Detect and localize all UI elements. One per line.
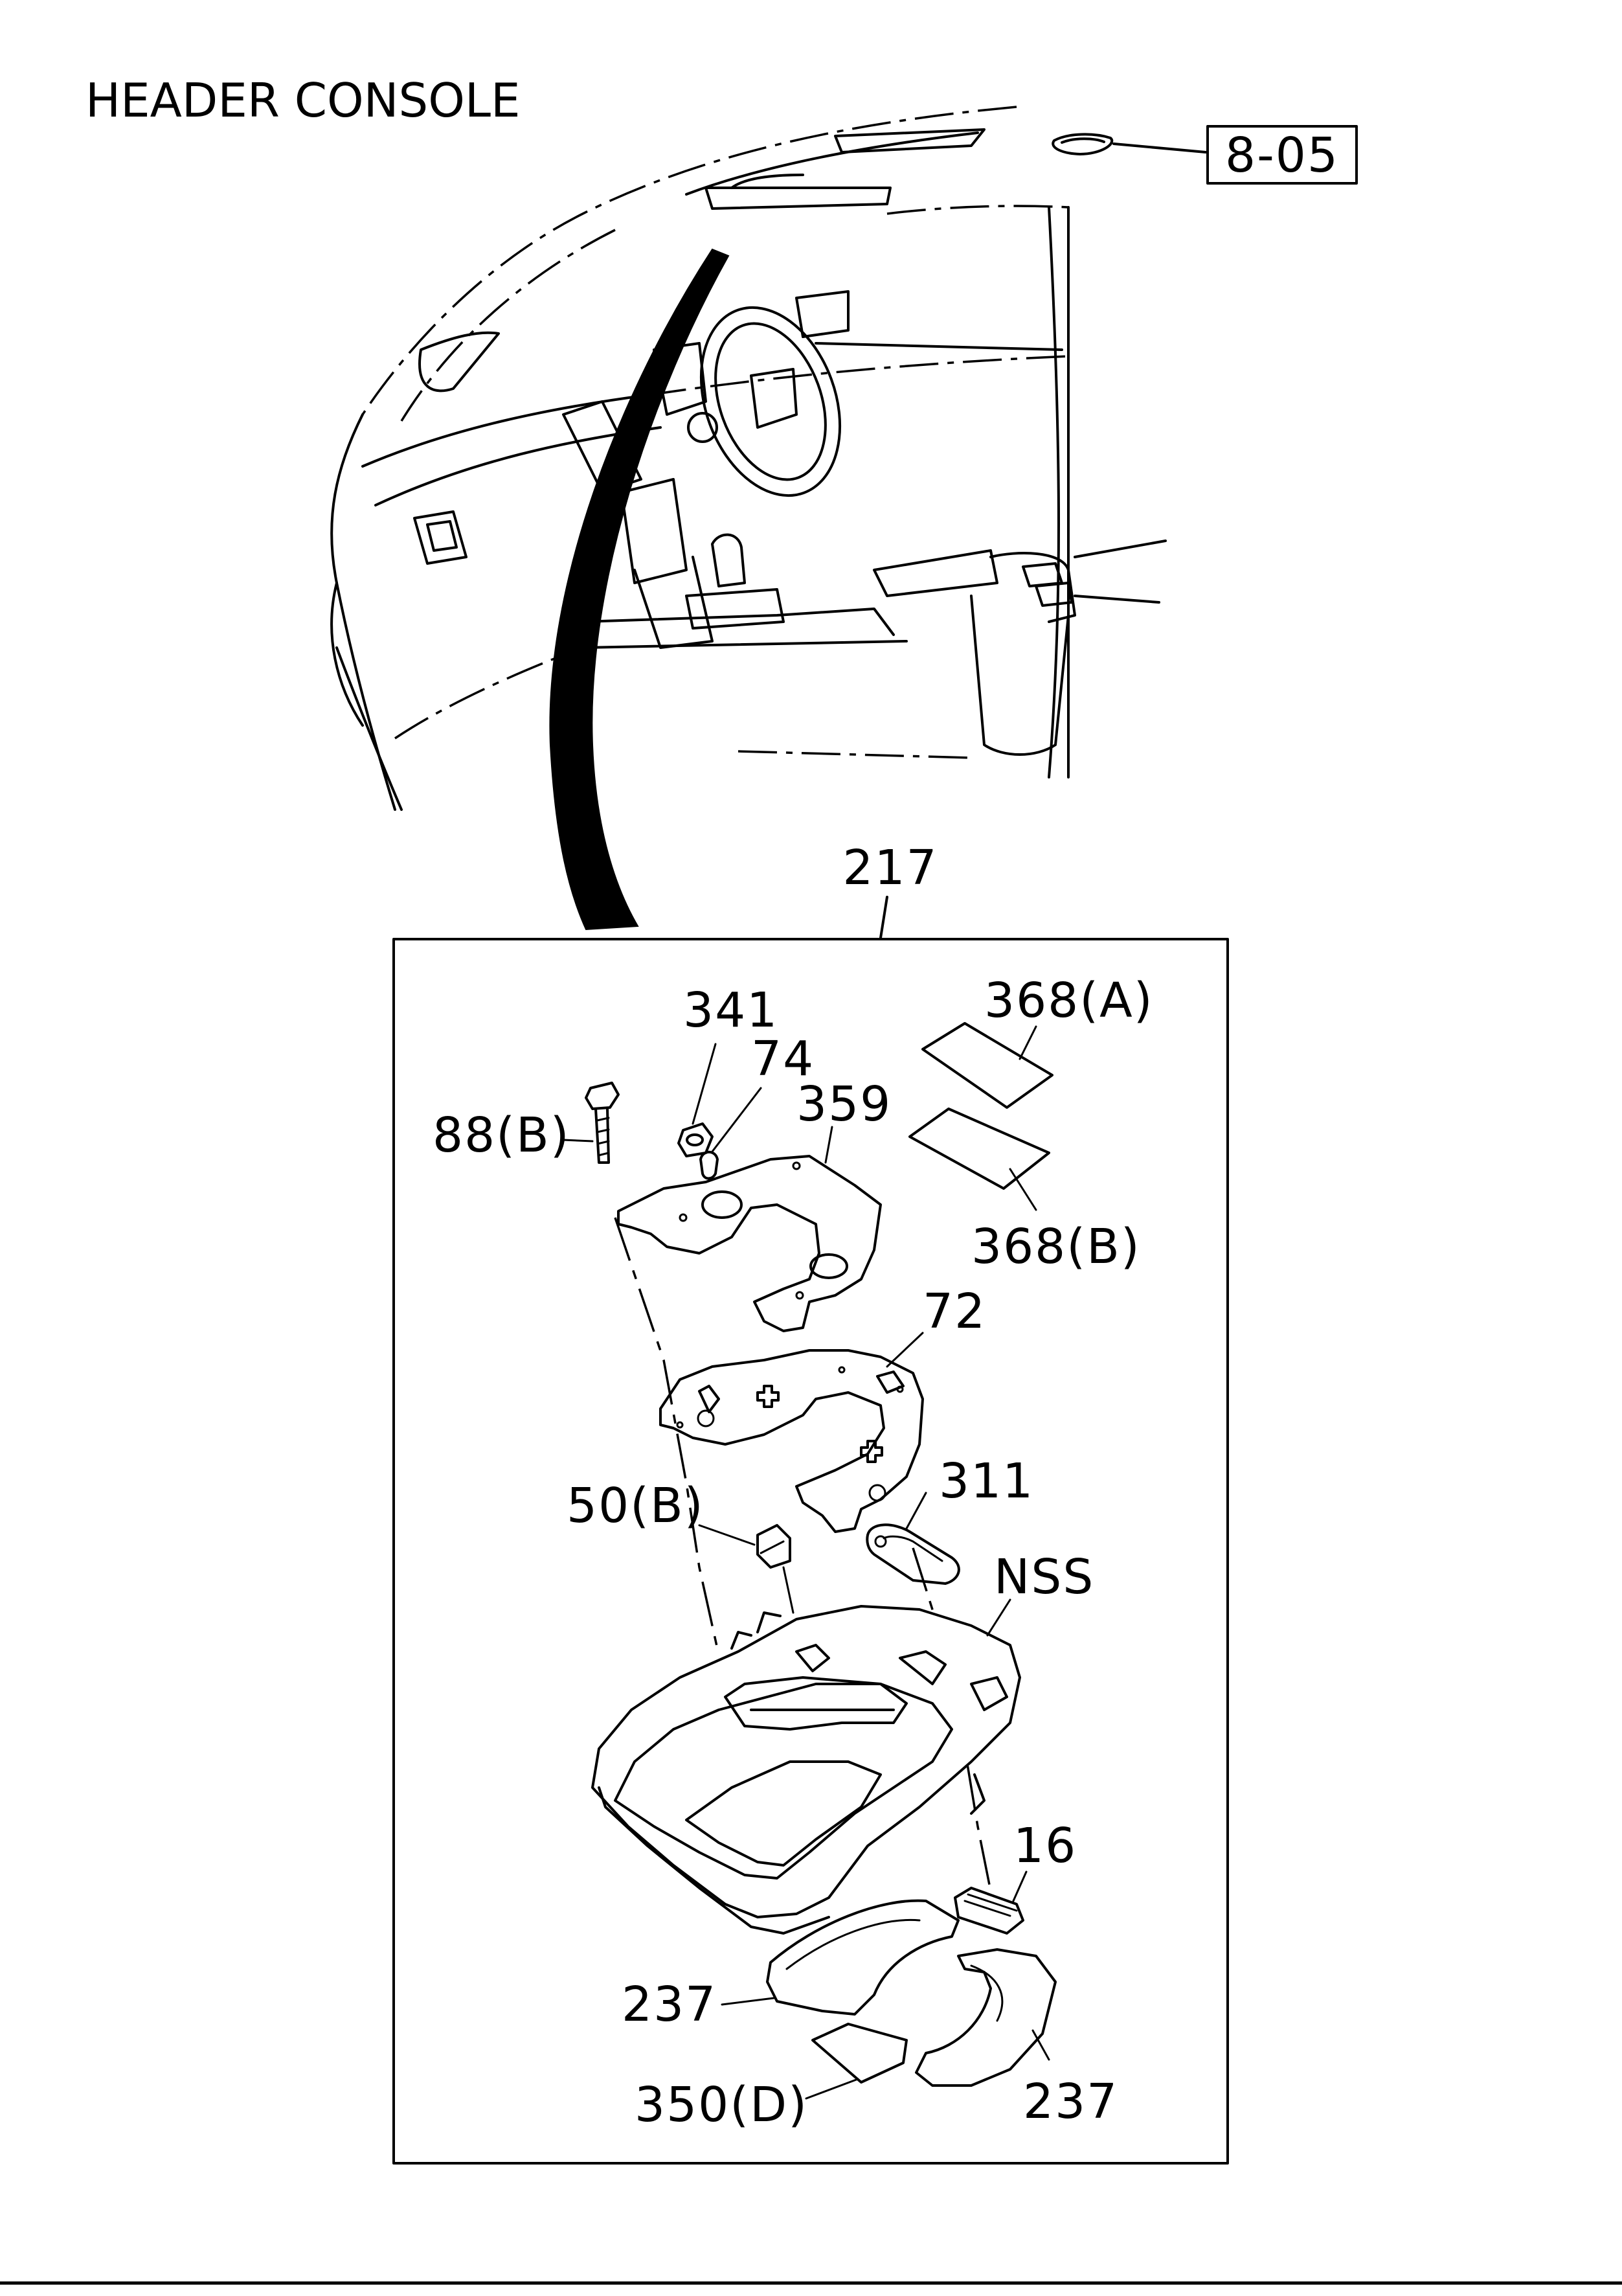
part-237-left-cover: 237 bbox=[622, 1899, 960, 2032]
part-16-switch: 16 bbox=[954, 1818, 1077, 1935]
connector-arc bbox=[549, 248, 730, 931]
part-359-bracket: 359 bbox=[617, 1076, 892, 1332]
vehicle-interior-illustration bbox=[330, 106, 1167, 811]
diagram-title: HEADER CONSOLE bbox=[85, 73, 521, 128]
reference-label: 8-05 bbox=[1225, 128, 1339, 183]
callout-74: 74 bbox=[751, 1031, 815, 1087]
callout-368b: 368(B) bbox=[971, 1219, 1141, 1275]
assembly-guide-left bbox=[614, 1217, 720, 1655]
part-311-lens: 311 bbox=[866, 1453, 1034, 1585]
callout-350d: 350(D) bbox=[635, 2077, 808, 2133]
part-74-clip: 74 bbox=[699, 1031, 815, 1180]
callout-359: 359 bbox=[796, 1076, 892, 1132]
assembly-frame bbox=[392, 938, 1229, 2165]
assembly-217: 217 bbox=[392, 840, 1229, 2165]
callout-16: 16 bbox=[1013, 1818, 1077, 1874]
reference-part-8-05: 8-05 bbox=[1052, 125, 1358, 185]
callout-nss: NSS bbox=[994, 1549, 1094, 1605]
part-nss-console-housing: NSS bbox=[591, 1549, 1094, 1935]
callout-368a: 368(A) bbox=[984, 973, 1154, 1029]
callout-50b: 50(B) bbox=[567, 1478, 704, 1534]
part-50b-clip: 50(B) bbox=[567, 1478, 794, 1614]
callout-237-left: 237 bbox=[622, 1977, 717, 2032]
callout-88b: 88(B) bbox=[433, 1108, 570, 1163]
callout-237-right: 237 bbox=[1023, 2074, 1118, 2130]
part-88b-screw: 88(B) bbox=[433, 1082, 620, 1164]
part-72-circuit-board: 72 bbox=[659, 1284, 986, 1533]
callout-341: 341 bbox=[683, 983, 778, 1038]
part-368b-pad: 368(B) bbox=[908, 1108, 1141, 1275]
part-341-nut: 341 bbox=[677, 983, 778, 1157]
callout-311: 311 bbox=[939, 1453, 1034, 1509]
callout-72: 72 bbox=[923, 1284, 986, 1339]
callout-217: 217 bbox=[842, 840, 938, 896]
part-368a-pad: 368(A) bbox=[921, 973, 1154, 1109]
part-350d-pad: 350(D) bbox=[635, 2023, 908, 2133]
part-237-right-cover: 237 bbox=[915, 1948, 1118, 2130]
